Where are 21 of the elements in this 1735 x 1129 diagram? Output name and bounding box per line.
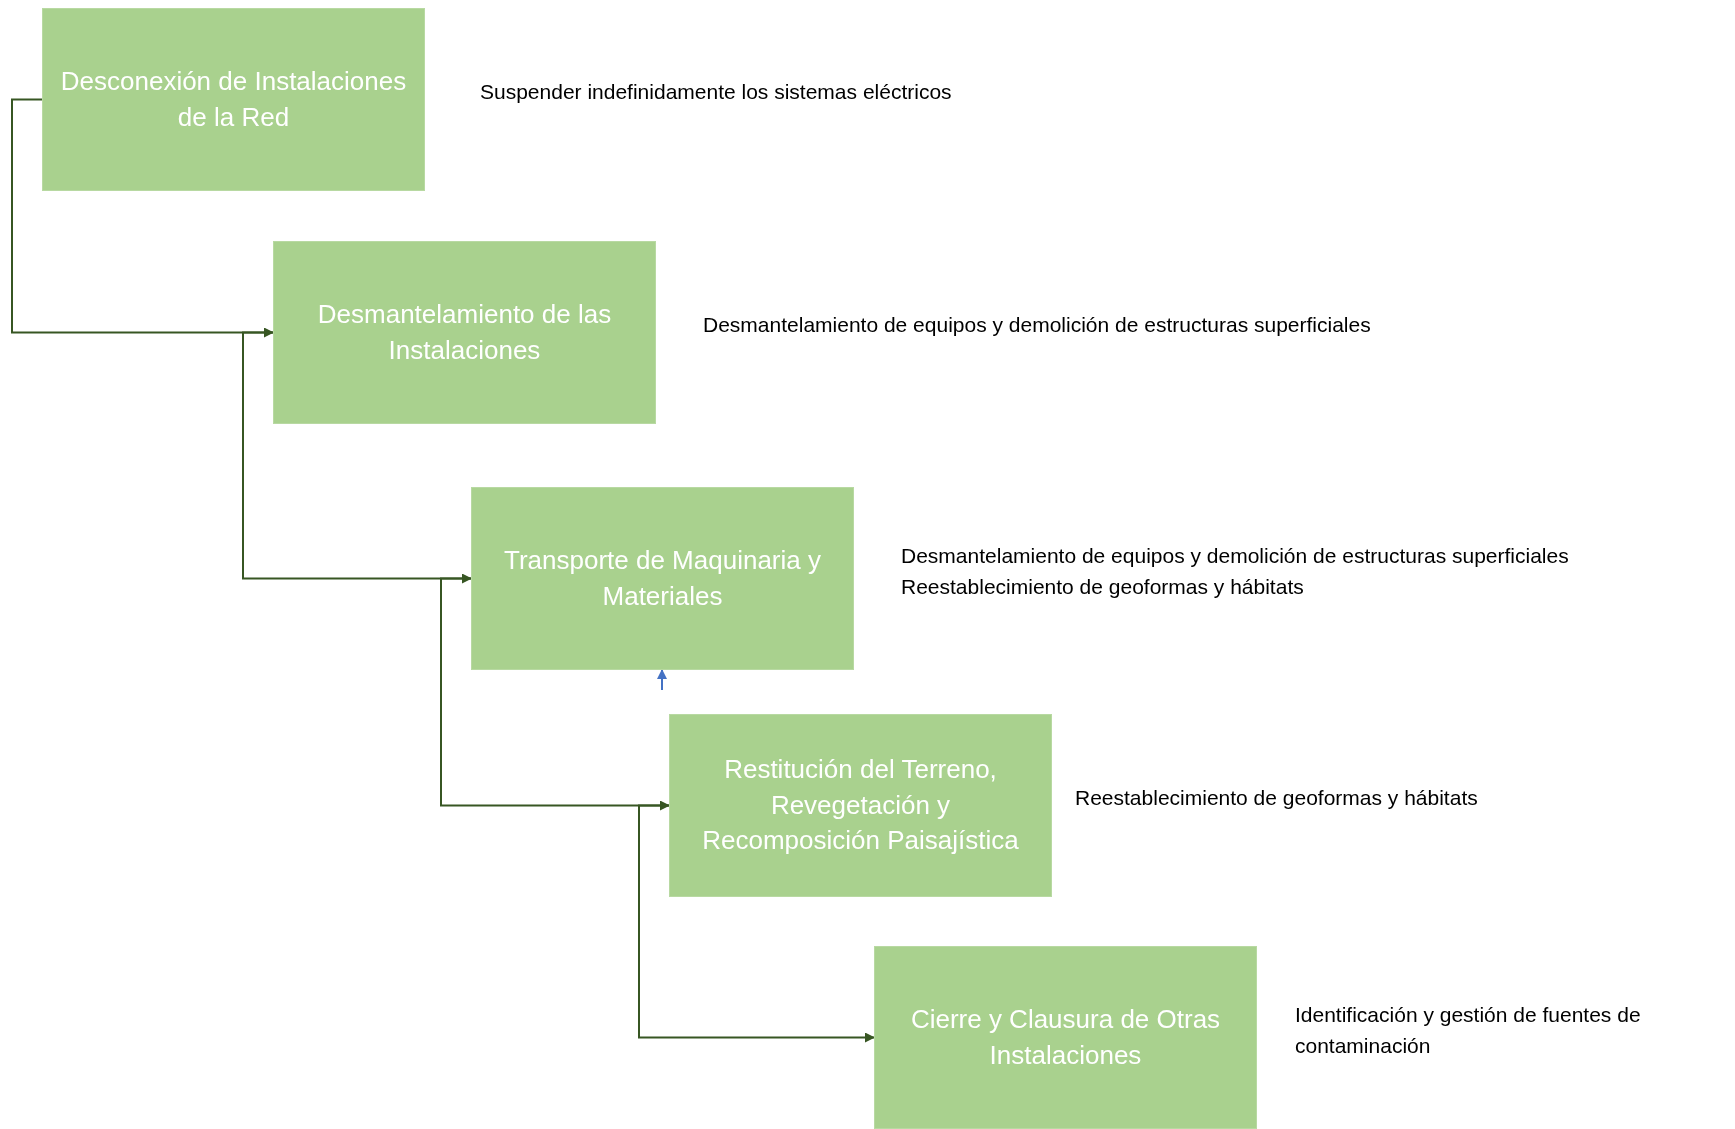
connector-arrow — [657, 669, 667, 691]
step-title: Desmantelamiento de las Instalaciones — [316, 297, 613, 367]
connector-arrow — [440, 577, 670, 811]
step-title: Transporte de Maquinaria y Materiales — [503, 543, 822, 613]
connector-arrow — [242, 331, 472, 584]
step-description: Desmantelamiento de equipos y demolición de estructuras superficiales — [703, 311, 1372, 338]
process-box — [874, 946, 1257, 1129]
step-description: Desmantelamiento de equipos y demolición de estructuras superficiales — [901, 542, 1570, 569]
step-description: Reestablecimiento de geoformas y hábitats — [1075, 784, 1479, 811]
step-title: Cierre y Clausura de Otras Instalaciones — [909, 1002, 1222, 1072]
process-box — [273, 241, 656, 424]
process-box — [471, 487, 854, 670]
connector-arrow — [638, 804, 875, 1043]
process-box — [42, 8, 425, 191]
step-title: Desconexión de Instalaciones de la Red — [59, 64, 408, 134]
step-description: Reestablecimiento de geoformas y hábitats — [901, 573, 1305, 600]
step-description: Identificación y gestión de fuentes de contaminación — [1295, 1001, 1642, 1059]
step-title: Restitución del Terreno, Revegetación y Recomposición Paisajística — [701, 752, 1020, 858]
step-description: Suspender indefinidamente los sistemas eléctricos — [480, 78, 953, 105]
connector-arrow — [11, 98, 274, 338]
process-box — [669, 714, 1052, 897]
